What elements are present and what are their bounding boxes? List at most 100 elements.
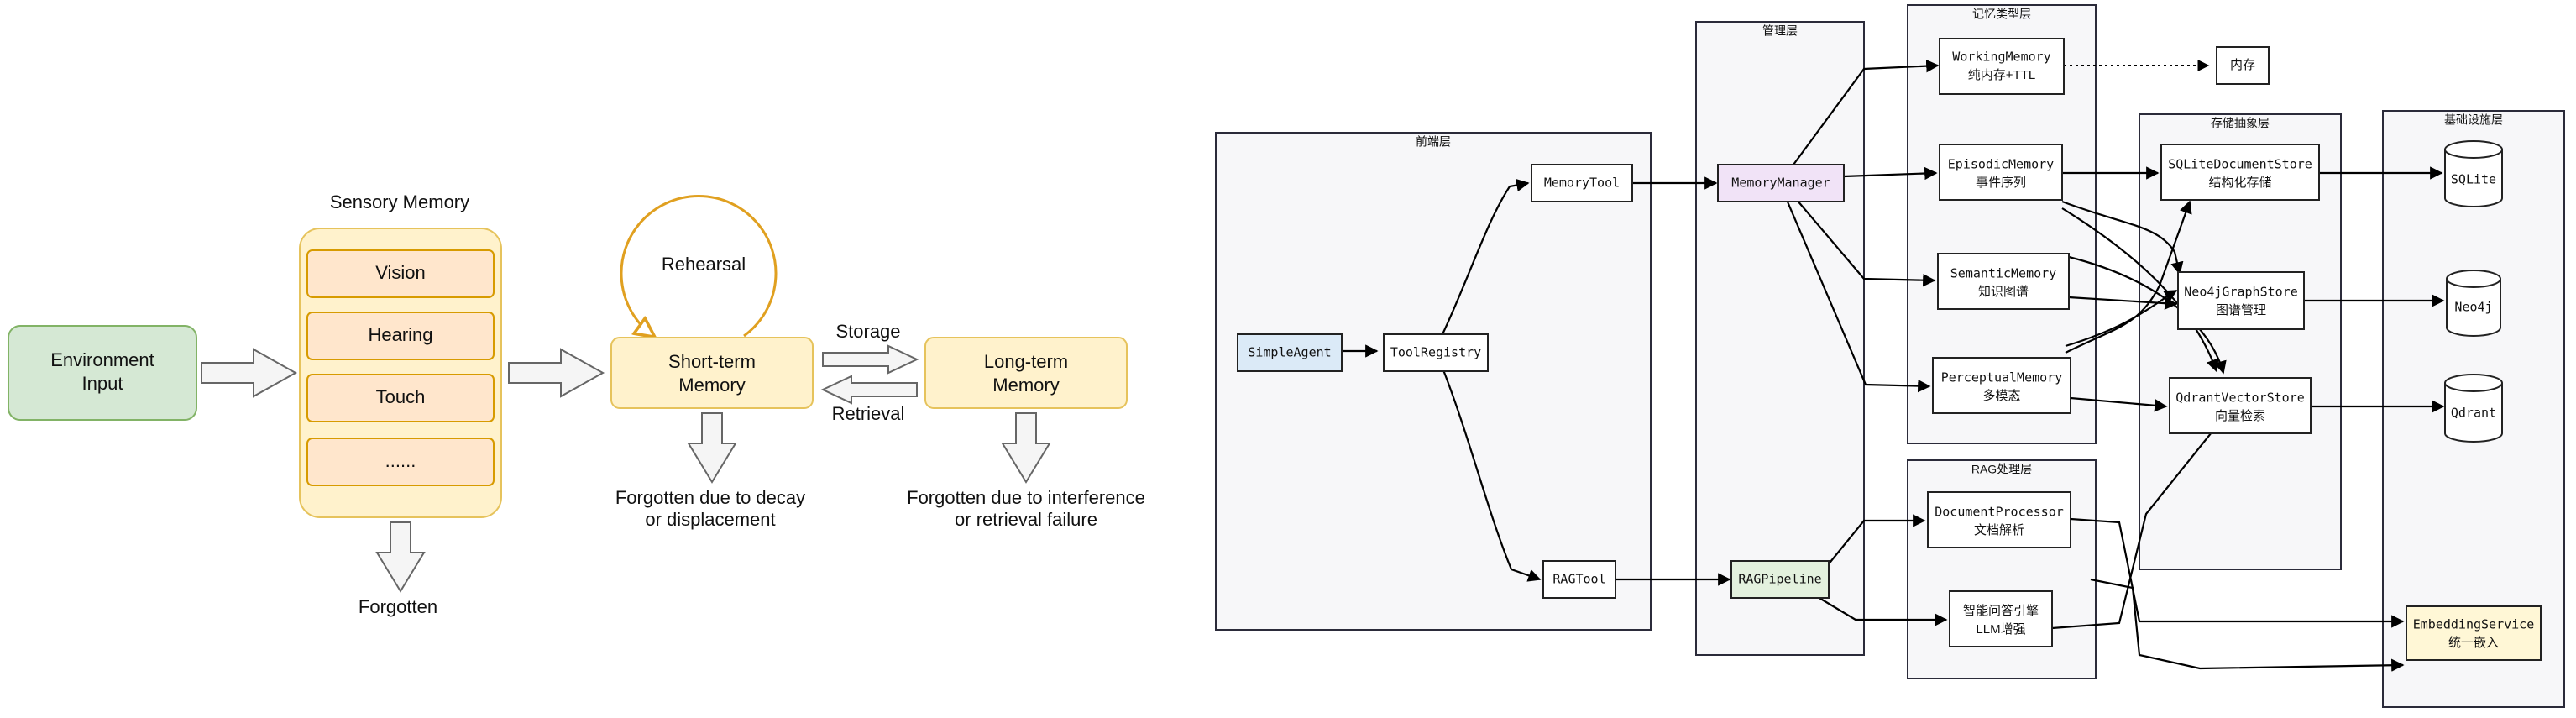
node-rag-tool-label: RAGTool xyxy=(1552,572,1605,587)
rehearsal-loop: Rehearsal xyxy=(620,195,778,336)
node-simple-agent: SimpleAgent xyxy=(1237,333,1343,372)
node-memory-manager-label: MemoryManager xyxy=(1731,176,1830,191)
node-sqlite-db: SQLite xyxy=(2444,140,2503,207)
retrieval-arrow xyxy=(820,375,918,405)
edge-toolregistry-ragtool xyxy=(1441,367,1542,582)
storage-arrow xyxy=(822,344,919,375)
node-simple-agent-label: SimpleAgent xyxy=(1248,345,1331,360)
layer-memory-types-title: 记忆类型层 xyxy=(1972,8,2031,21)
edge-episodic-qdrant xyxy=(2061,207,2219,373)
node-semantic-memory-label1: SemanticMemory xyxy=(1950,266,2056,281)
edge-manager-episodic xyxy=(1843,166,1938,181)
node-neo4j-store-label2: 图谱管理 xyxy=(2216,303,2266,317)
architecture-diagram: 前端层 管理层 记忆类型层 RAG处理层 存储抽象层 基础设施层 xyxy=(1215,4,2565,708)
sensory-forgotten-arrow xyxy=(375,521,426,593)
shortterm-forgotten-line2: or displacement xyxy=(645,509,775,530)
layer-management: 管理层 xyxy=(1695,21,1865,656)
node-qdrant-store: QdrantVectorStore 向量检索 xyxy=(2169,377,2312,434)
long-term-line1: Long-term xyxy=(984,351,1068,372)
edge-manager-semantic xyxy=(1796,199,1936,287)
node-working-memory-label1: WorkingMemory xyxy=(1952,50,2050,65)
sensory-item-vision-box xyxy=(306,249,495,298)
node-rag-pipeline: RAGPipeline xyxy=(1730,560,1830,599)
edges xyxy=(1342,59,2445,672)
node-qdrant-store-label1: QdrantVectorStore xyxy=(2175,390,2305,406)
node-in-memory: 内存 xyxy=(2216,46,2270,85)
node-embedding-service-label1: EmbeddingService xyxy=(2413,617,2535,632)
edge-semantic-qdrant xyxy=(2068,255,2227,375)
short-term-line2: Memory xyxy=(678,375,745,396)
edge-perceptual-qdrant xyxy=(2070,396,2168,412)
node-working-memory: WorkingMemory 纯内存+TTL xyxy=(1939,38,2065,95)
layer-rag-processing-title: RAG处理层 xyxy=(1971,463,2032,476)
layer-storage-abstraction-title: 存储抽象层 xyxy=(2211,117,2270,130)
sensory-forgotten-label: Forgotten xyxy=(359,596,437,617)
node-document-processor-label2: 文档解析 xyxy=(1974,523,2024,537)
rehearsal-label: Rehearsal xyxy=(662,254,746,275)
rehearsal-loop-arrow xyxy=(620,195,778,336)
node-document-processor: DocumentProcessor 文档解析 xyxy=(1927,491,2071,548)
shortterm-forgotten-arrow xyxy=(687,412,737,484)
node-qa-engine: 智能问答引擎 LLM增强 xyxy=(1949,590,2053,647)
node-in-memory-label: 内存 xyxy=(2230,58,2255,72)
long-term-memory-node: Long-term Memory xyxy=(924,337,1128,409)
node-sqlite-db-label: SQLite xyxy=(2451,172,2496,187)
node-tool-registry-label: ToolRegistry xyxy=(1390,345,1481,360)
edge-manager-perceptual xyxy=(1785,199,1931,393)
edge-perceptual-neo4j xyxy=(2065,290,2178,348)
sensory-item-more: ...... xyxy=(385,450,416,471)
layer-infrastructure-title: 基础设施层 xyxy=(2444,113,2503,127)
edge-manager-working xyxy=(1793,59,1940,165)
layer-frontend-title: 前端层 xyxy=(1416,135,1451,149)
node-tool-registry: ToolRegistry xyxy=(1383,333,1489,372)
node-neo4j-store: Neo4jGraphStore 图谱管理 xyxy=(2177,271,2305,330)
node-embedding-service: EmbeddingService 统一嵌入 xyxy=(2406,605,2542,661)
node-memory-tool-label: MemoryTool xyxy=(1544,176,1620,191)
sensory-to-shortterm-arrow xyxy=(508,348,605,398)
retrieval-label: Retrieval xyxy=(832,403,905,424)
short-term-line1: Short-term xyxy=(668,351,756,372)
node-qdrant-store-label2: 向量检索 xyxy=(2215,409,2265,423)
node-rag-pipeline-label: RAGPipeline xyxy=(1738,572,1821,587)
node-qa-engine-label2: LLM增强 xyxy=(1976,622,2025,637)
sensory-item-more-box xyxy=(306,438,495,486)
environment-input-line2: Input xyxy=(82,373,123,394)
node-perceptual-memory-label1: PerceptualMemory xyxy=(1941,370,2063,385)
node-neo4j-db: Neo4j xyxy=(2446,270,2501,337)
node-semantic-memory: SemanticMemory 知识图谱 xyxy=(1937,253,2070,310)
edge-episodic-neo4j xyxy=(2061,200,2184,275)
node-memory-manager: MemoryManager xyxy=(1717,164,1845,202)
edge-perceptual-sqlite xyxy=(2065,200,2192,354)
node-qdrant-db: Qdrant xyxy=(2444,374,2503,443)
sensory-item-touch-box xyxy=(306,374,495,422)
node-semantic-memory-label2: 知识图谱 xyxy=(1978,285,2029,299)
edge-pipeline-qaengine xyxy=(1813,594,1948,626)
sensory-item-touch: Touch xyxy=(376,386,426,407)
node-sqlite-store: SQLiteDocumentStore 结构化存储 xyxy=(2160,144,2320,201)
edge-toolregistry-memorytool xyxy=(1442,178,1530,335)
env-to-sensory-arrow xyxy=(201,348,298,398)
node-episodic-memory: EpisodicMemory 事件序列 xyxy=(1939,144,2063,201)
sensory-item-hearing: Hearing xyxy=(368,324,432,345)
longterm-forgotten-line2: or retrieval failure xyxy=(955,509,1097,530)
edge-pipeline-docprocessor xyxy=(1826,514,1926,567)
node-working-memory-label2: 纯内存+TTL xyxy=(1968,68,2035,82)
sensory-item-hearing-box xyxy=(306,312,495,360)
node-episodic-memory-label1: EpisodicMemory xyxy=(1948,157,2054,172)
node-qdrant-db-label: Qdrant xyxy=(2451,406,2496,421)
edge-docprocessor-embedding-2 xyxy=(2090,578,2405,672)
edge-docprocessor-embedding xyxy=(2070,517,2405,628)
node-rag-tool: RAGTool xyxy=(1542,560,1616,599)
memory-model-diagram: Environment Input Sensory Memory Vision … xyxy=(8,191,1145,617)
sensory-item-vision: Vision xyxy=(375,262,426,283)
node-qa-engine-label1: 智能问答引擎 xyxy=(1963,603,2039,618)
layer-frontend: 前端层 xyxy=(1215,132,1652,631)
node-sqlite-store-label2: 结构化存储 xyxy=(2208,176,2271,190)
environment-input-line1: Environment xyxy=(50,349,154,370)
node-perceptual-memory-label2: 多模态 xyxy=(1982,389,2020,403)
shortterm-forgotten-line1: Forgotten due to decay xyxy=(615,487,805,508)
short-term-memory-node: Short-term Memory xyxy=(610,337,814,409)
environment-input-node: Environment Input xyxy=(8,325,197,421)
storage-label: Storage xyxy=(835,321,900,342)
